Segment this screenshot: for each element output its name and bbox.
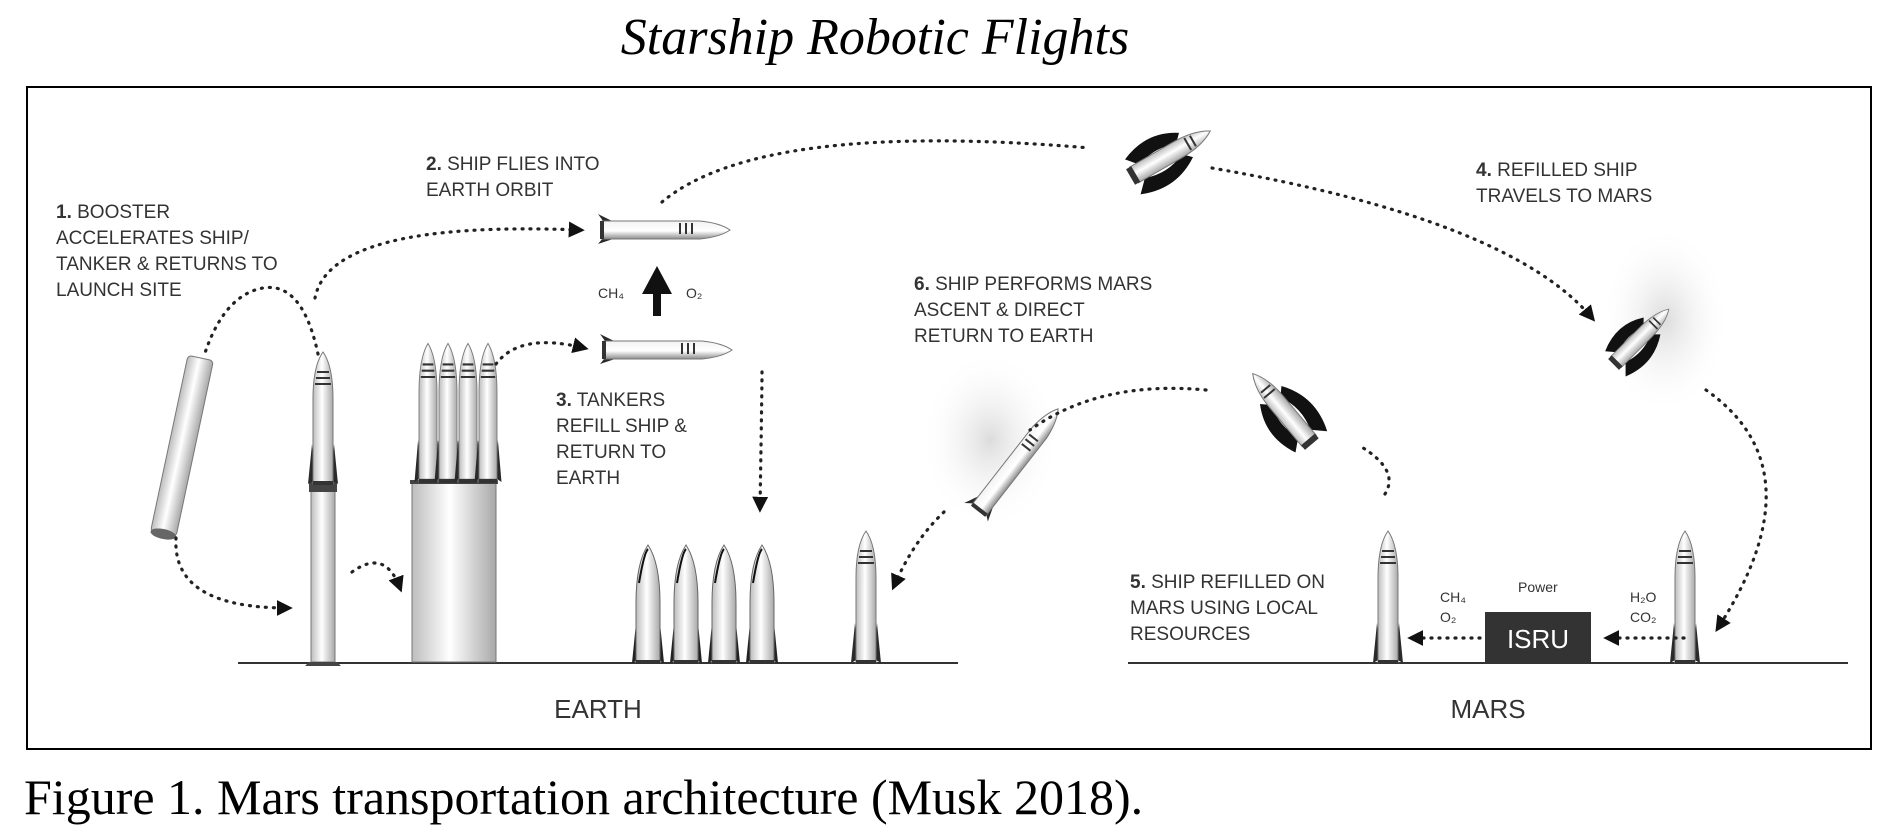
ship-in-orbit-icon [597,213,731,245]
mars-label: MARS [1450,694,1525,724]
trajectory-paths [174,139,1768,646]
mars-landing-path [1704,388,1768,633]
booster-return-path [202,286,320,358]
landed-tankers-icon [631,544,779,665]
mars-ch4-label: CH₄ [1440,589,1466,605]
tanker-in-orbit-icon [599,333,733,365]
earth-landing-path [891,510,946,591]
booster-returning-icon [150,355,214,540]
mars-landed-ship-icon [1669,530,1701,665]
tanker-return-path [752,370,769,513]
earth-label: EARTH [554,694,642,724]
diagram-frame [26,86,1872,750]
figure-title: Starship Robotic Flights [620,9,1130,66]
step-5-label: 5. SHIP REFILLED ON MARS USING LOCAL RES… [1130,572,1330,645]
orbit-departure-path [660,139,1092,204]
tanker-to-orbit-path [494,337,589,366]
mars-h2o-label: H₂O [1630,589,1657,605]
mars-o2-label: O₂ [1440,609,1456,625]
returned-ship-icon [850,530,882,665]
mars-refilled-ship-icon [1372,530,1404,665]
orbit-ch4-label: CH₄ [598,285,624,301]
isru-plant [1485,612,1591,662]
power-label: Power [1518,579,1558,595]
stack-transfer-path [350,561,404,593]
mars-co2-label: CO₂ [1630,609,1656,625]
refuel-arrow-icon [642,266,672,316]
earth-return-path [1028,386,1208,432]
step-6-label: 6. SHIP PERFORMS MARS ASCENT & DIRECT RE… [914,274,1158,347]
step-4-label: 4. REFILLED SHIP TRAVELS TO MARS [1476,160,1652,207]
ship-transit-icon [1117,109,1225,201]
step-1-label: 1. BOOSTER ACCELERATES SHIP/ TANKER & RE… [56,202,283,301]
mars-transit-path [1210,166,1596,322]
ship-mars-ascent-icon [1233,356,1333,461]
isru-label: ISRU [1507,624,1569,654]
earth-entry-glow [920,350,1060,530]
figure-caption: Figure 1. Mars transportation architectu… [24,769,1144,825]
tanker-cluster-icon [410,342,503,663]
orbit-o2-label: O₂ [686,285,702,301]
booster-landing-path [174,536,293,616]
step-3-label: 3. TANKERS REFILL SHIP & RETURN TO EARTH [556,390,692,489]
ship-to-orbit-path [313,221,585,300]
booster-stack-icon [305,351,341,666]
mars-ascent-path [1358,444,1391,496]
step-2-label: 2. SHIP FLIES INTO EARTH ORBIT [426,154,605,201]
